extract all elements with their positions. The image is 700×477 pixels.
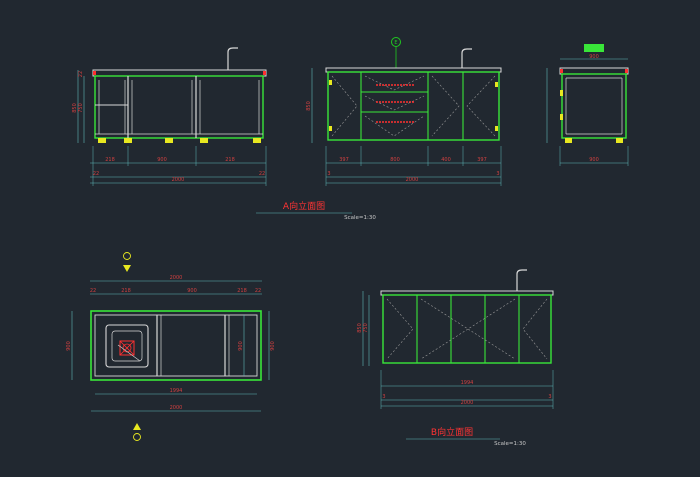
sink-icon <box>105 324 149 368</box>
dim-a-left-4: 22 <box>93 171 99 177</box>
dim-b-e2: 3 <box>548 394 551 400</box>
dim-plan-total-top: 2000 <box>170 275 183 281</box>
dim-a-left-h1: 850 <box>72 103 78 113</box>
faucet-icon-2 <box>461 48 472 68</box>
dim-b-h1: 850 <box>357 323 363 333</box>
plan-view: 2000 218 900 218 22 22 900 900 900 1994 … <box>66 252 276 441</box>
dim-b-total: 2000 <box>461 400 474 406</box>
dim-side-top: 900 <box>589 54 599 60</box>
dim-a-left-2: 900 <box>157 157 167 163</box>
dim-plan-4: 22 <box>90 288 96 294</box>
dim-plan-1: 218 <box>121 288 131 294</box>
dim-plan-depth-2: 900 <box>270 341 276 351</box>
dim-b-d1: 1994 <box>461 380 474 386</box>
b-view-scale: Scale=1:30 <box>494 441 526 447</box>
dim-plan-depth: 900 <box>66 341 72 351</box>
a-view-title: A向立面图 <box>283 200 325 212</box>
section-marker-icon <box>391 37 401 47</box>
dim-a-left-h2: 750 <box>78 103 84 113</box>
dim-a-left-1: 218 <box>105 157 115 163</box>
faucet-icon <box>227 47 238 70</box>
dim-b-e1: 3 <box>382 394 385 400</box>
section-marker-label: E <box>394 40 397 46</box>
dim-a-mid-e1: 3 <box>327 171 330 177</box>
dim-a-mid-2: 800 <box>390 157 400 163</box>
dim-side-bottom: 900 <box>589 157 599 163</box>
dim-a-mid-1: 397 <box>339 157 349 163</box>
dim-plan-2: 900 <box>187 288 197 294</box>
plan-marker-bottom-icon <box>133 433 141 441</box>
dim-plan-bot1: 1994 <box>170 388 183 394</box>
b-elevation: 850 750 1994 3 3 2000 <box>357 269 554 409</box>
dim-a-left-5: 22 <box>259 171 265 177</box>
side-view-tag <box>584 44 604 52</box>
dim-a-left-total: 2000 <box>172 177 185 183</box>
dim-plan-5: 22 <box>255 288 261 294</box>
dim-plan-3: 218 <box>237 288 247 294</box>
a-view-scale: Scale=1:30 <box>344 215 376 221</box>
dim-a-mid-h1: 850 <box>306 101 312 111</box>
dim-a-left-3: 218 <box>225 157 235 163</box>
dim-a-mid-3: 400 <box>441 157 451 163</box>
faucet-icon-3 <box>516 269 527 291</box>
dim-plan-inner: 900 <box>238 341 244 351</box>
dim-b-h2: 750 <box>363 323 369 333</box>
dim-a-mid-4: 397 <box>477 157 487 163</box>
a-elevation-middle: E 397 <box>306 37 502 186</box>
dim-a-mid-e2: 3 <box>496 171 499 177</box>
a-elevation-left: 218 900 218 22 2000 22 850 750 22 <box>72 47 267 186</box>
dim-a-left-h3: 22 <box>78 71 84 77</box>
dim-plan-bot2: 2000 <box>170 405 183 411</box>
plan-marker-top-icon <box>123 252 131 260</box>
dim-a-mid-total: 2000 <box>406 177 419 183</box>
side-elevation: 900 900 <box>546 44 629 166</box>
b-view-title: B向立面图 <box>431 426 473 438</box>
